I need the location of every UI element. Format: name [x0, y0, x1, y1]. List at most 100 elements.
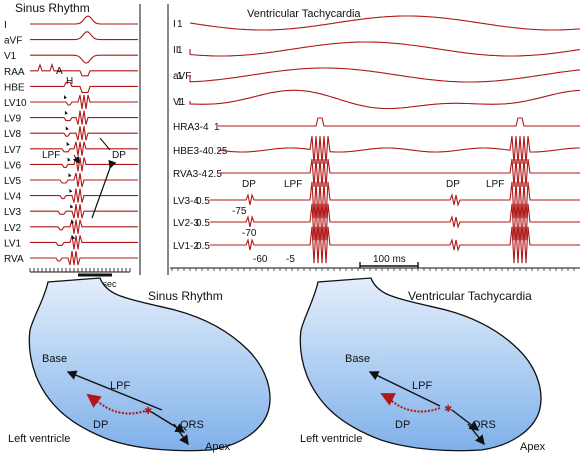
- sinus-lpf-label: LPF: [110, 380, 130, 392]
- sinus-slow-conduction-path: [86, 393, 149, 415]
- vt-trace-lv2-3: [210, 203, 580, 241]
- sinus-trace-lv5: [30, 172, 138, 188]
- vt-lead-label-lv3-4: LV3-4: [173, 196, 199, 207]
- sinus-lead-labels: IaVFV1RAAHBELV10LV9LV8LV7LV6LV5LV4LV3LV2…: [4, 20, 27, 265]
- sinus-lead-label-avf: aVF: [4, 36, 22, 47]
- sinus-lead-label-lv3: LV3: [4, 207, 21, 218]
- sinus-lead-label-raa: RAA: [4, 67, 25, 78]
- vt-dp-label-1: DP: [242, 179, 256, 190]
- sinus-label-H: H: [66, 76, 73, 87]
- sinus-label-LPF: LPF: [42, 150, 60, 161]
- vt-lpf-label-1: LPF: [284, 179, 302, 190]
- sinus-lead-label-rva: RVA: [4, 254, 24, 265]
- vt-lead-label-v1: V1: [173, 97, 186, 108]
- sinus-activation-marker: [68, 173, 72, 177]
- vt-arrow-to-base: [368, 371, 441, 407]
- vt-lead-gain-lv1-2: 0.5: [196, 241, 210, 252]
- vt-heart-diagram: Ventricular Tachycardia Base LPF DP QRS …: [299, 277, 546, 453]
- sinus-activation-marker: [64, 110, 68, 115]
- sinus-lead-label-lv8: LV8: [4, 129, 21, 140]
- sinus-activation-marker: [70, 204, 74, 209]
- sinus-lead-label-lv6: LV6: [4, 160, 21, 171]
- sinus-lead-label-hbe: HBE: [4, 82, 25, 93]
- vt-lpf-label: LPF: [412, 380, 432, 392]
- vt-lead-label-hbe3-4: HBE3-4: [173, 146, 208, 157]
- sinus-activation-marker: [71, 219, 75, 224]
- sinus-lead-label-lv9: LV9: [4, 114, 21, 125]
- sinus-lead-label-lv1: LV1: [4, 238, 21, 249]
- vt-trace-v1: [189, 89, 581, 110]
- sinus-arrow-to-qrs: [149, 410, 186, 433]
- sinus-arrow-to-base: [66, 370, 163, 411]
- sinus-lpf-pointer: [72, 154, 80, 164]
- sinus-arrow-to-apex: [173, 423, 189, 446]
- vt-arrow-to-qrs: [451, 409, 480, 431]
- sinus-trace-i: [30, 15, 138, 25]
- vt-arrow-to-apex: [467, 423, 485, 446]
- sinus-activation-marker: [65, 126, 69, 131]
- sinus-exit-site-star: ✱: [144, 406, 152, 417]
- sinus-lead-label-i: I: [4, 20, 7, 31]
- vt-scale-label: 100 ms: [373, 254, 406, 265]
- sinus-lv-label: Left ventricle: [8, 433, 70, 445]
- sinus-time-ruler: [29, 268, 131, 277]
- sinus-lead-label-lv10: LV10: [4, 98, 27, 109]
- sinus-trace-rva: [30, 250, 138, 266]
- sinus-label-A: A: [56, 66, 63, 77]
- sinus-activation-marker: [66, 141, 70, 146]
- vt-lead-label-lv2-3: LV2-3: [173, 218, 199, 229]
- sinus-activation-marker: [67, 157, 71, 162]
- vt-lead-label-ii: II: [173, 45, 179, 56]
- vt-lead-label-i: I: [173, 19, 176, 30]
- vt-lpf-label-2: LPF: [486, 179, 504, 190]
- sinus-activation-marker: [64, 95, 67, 99]
- vt-lead-gain-rva3-4: 2.5: [208, 169, 222, 180]
- vt-lead-label-avf: aVF: [173, 71, 191, 82]
- vt-lead-gain-avf: 1: [177, 71, 183, 82]
- vt-lead-gain-lv2-3: 0.5: [196, 218, 210, 229]
- vt-lead-gain-v1: 1: [177, 97, 183, 108]
- vt-lead-gain-hra3-4: 1: [214, 122, 220, 133]
- sinus-trace-lv10: [30, 94, 138, 110]
- sinus-trace-hbe: [30, 81, 138, 93]
- sinus-trace-lv4: [30, 188, 138, 203]
- vt-trace-rva3-4: [218, 158, 580, 188]
- sinus-trace-v1: [30, 54, 138, 64]
- vt-apex-label: Apex: [520, 441, 546, 453]
- vt-traces: [189, 15, 581, 264]
- vt-dp-label: DP: [395, 419, 410, 431]
- vt-trace-hra3-4: [218, 117, 580, 127]
- vt-lead-label-lv1-2: LV1-2: [173, 241, 199, 252]
- sinus-qrs-label: QRS: [180, 419, 204, 431]
- sinus-activation-marker: [72, 235, 76, 240]
- vt-lead-gain-lv3-4: 0.5: [196, 196, 210, 207]
- vt-lead-label-rva3-4: RVA3-4: [173, 169, 208, 180]
- vt-exit-site-star: ✱: [444, 404, 452, 415]
- sinus-lead-label-lv7: LV7: [4, 145, 21, 156]
- sinus-activation-markers: [64, 95, 76, 240]
- sinus-ecg-panel: Sinus Rhythm IaVFV1RAAHBELV10LV9LV8LV7LV…: [4, 1, 141, 289]
- sinus-lead-label-lv2: LV2: [4, 223, 21, 234]
- sinus-trace-lv3: [30, 204, 138, 219]
- vt-time-ruler: [170, 262, 580, 271]
- vt-annotation-5: -5: [286, 254, 295, 265]
- sinus-trace-avf: [30, 31, 138, 41]
- vt-lv-label: Left ventricle: [300, 433, 362, 445]
- sinus-base-label: Base: [42, 353, 67, 365]
- sinus-apex-label: Apex: [205, 441, 231, 453]
- sinus-panel-title: Sinus Rhythm: [15, 1, 90, 15]
- sinus-dp-pointer-top: [99, 137, 111, 151]
- vt-slow-conduction-path: [380, 393, 441, 413]
- vt-lead-gain-ii: 1: [177, 45, 183, 56]
- vt-trace-ii: [189, 41, 581, 57]
- vt-trace-i: [189, 15, 581, 31]
- vt-trace-lv3-4: [210, 181, 580, 219]
- vt-dp-label-2: DP: [446, 179, 460, 190]
- vt-lead-gain-i: 1: [177, 19, 183, 30]
- sinus-trace-lv6: [30, 157, 138, 172]
- vt-annotation-75: -75: [232, 206, 247, 217]
